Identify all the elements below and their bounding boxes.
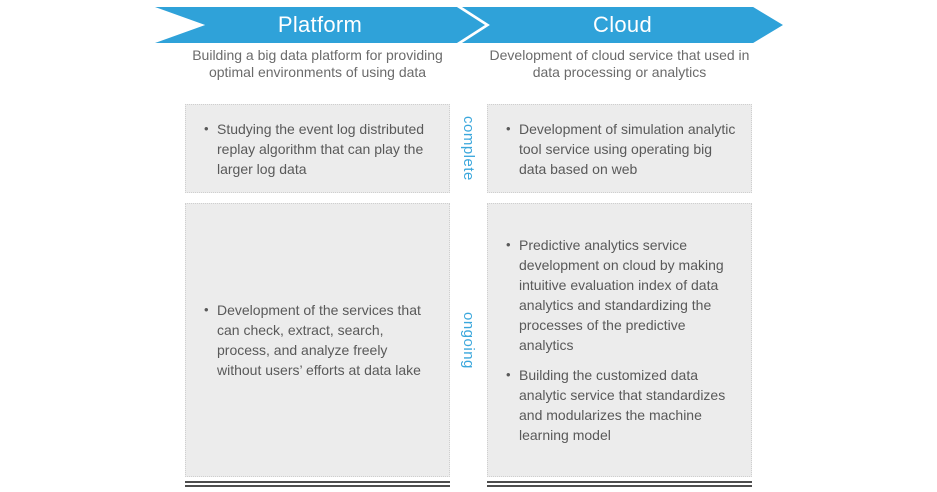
list-item: Predictive analytics service development… [506, 235, 737, 355]
cloud-header-label: Cloud [593, 12, 652, 37]
cloud-arrow-banner: Cloud [462, 7, 783, 43]
rule-line [487, 485, 752, 487]
list-item: Building the customized data analytic se… [506, 365, 737, 445]
cloud-ongoing-list: Predictive analytics service development… [506, 235, 737, 445]
list-item: Studying the event log distributed repla… [204, 119, 435, 179]
cloud-ongoing-box: Predictive analytics service development… [487, 203, 752, 477]
rule-line [185, 485, 450, 487]
platform-arrow-banner: Platform [155, 7, 485, 43]
rule-line [185, 481, 450, 483]
row-label-ongoing: ongoing [460, 311, 477, 369]
cloud-complete-box: Development of simulation analytic tool … [487, 104, 752, 193]
platform-complete-box: Studying the event log distributed repla… [185, 104, 450, 193]
platform-complete-list: Studying the event log distributed repla… [204, 119, 435, 179]
platform-ongoing-list: Development of the services that can che… [204, 300, 435, 380]
cloud-complete-list: Development of simulation analytic tool … [506, 119, 737, 179]
cloud-bottom-rule [487, 481, 752, 487]
platform-bottom-rule [185, 481, 450, 487]
row-label-complete: complete [460, 116, 477, 181]
list-item: Development of the services that can che… [204, 300, 435, 380]
platform-description: Building a big data platform for providi… [192, 47, 443, 80]
platform-ongoing-box: Development of the services that can che… [185, 203, 450, 477]
rule-line [487, 481, 752, 483]
list-item: Development of simulation analytic tool … [506, 119, 737, 179]
platform-header-label: Platform [277, 12, 363, 37]
cloud-description: Development of cloud service that used i… [489, 47, 750, 80]
